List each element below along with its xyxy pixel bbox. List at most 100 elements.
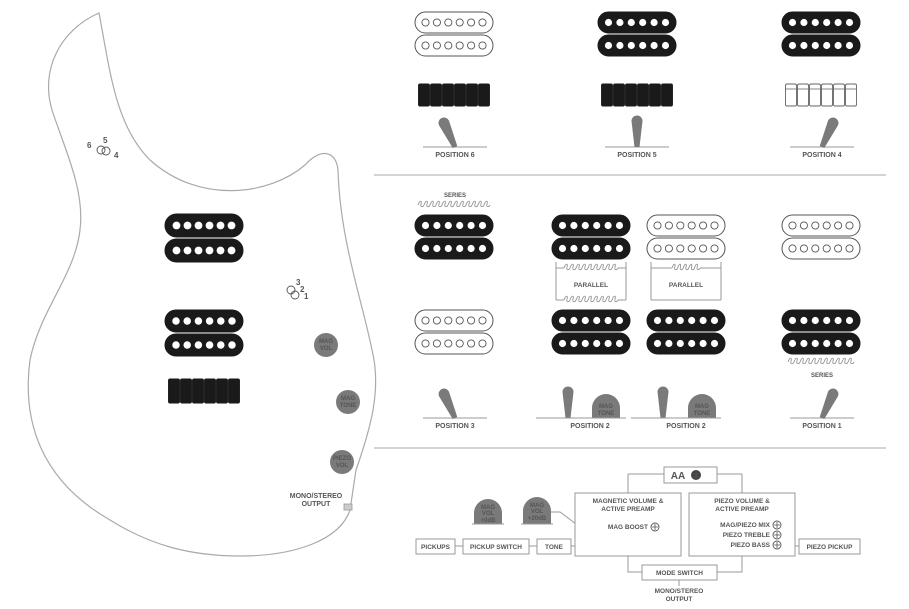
mag-vol-20db-line1: MAG bbox=[530, 503, 544, 509]
pole-piece bbox=[478, 221, 487, 230]
piezo-pickup-label: PIEZO PICKUP bbox=[807, 544, 854, 551]
mode-switch-box: MODE SWITCH bbox=[641, 564, 718, 581]
coil-winding bbox=[563, 295, 619, 303]
piezo-saddle bbox=[797, 83, 809, 107]
p6-piezo bbox=[418, 83, 490, 107]
pole-piece bbox=[172, 246, 181, 255]
pole-piece bbox=[205, 221, 214, 230]
pole-piece bbox=[811, 339, 819, 348]
humbucker-coil bbox=[781, 214, 861, 237]
pole-piece bbox=[653, 339, 662, 348]
pole-piece bbox=[650, 41, 658, 50]
pole-piece bbox=[455, 41, 464, 50]
pole-piece bbox=[205, 341, 214, 349]
piezo-vol-knob[interactable]: PIEZO VOL bbox=[330, 450, 354, 474]
piezo-saddle bbox=[601, 83, 613, 107]
pole-piece bbox=[432, 339, 441, 348]
p2a-mag-tone-line1: MAG bbox=[599, 404, 613, 410]
pole-piece bbox=[834, 244, 843, 253]
piezo-vol-knob-line2: VOL bbox=[336, 463, 349, 469]
pole-piece bbox=[455, 18, 464, 27]
parallel-label-b: PARALLEL bbox=[669, 282, 703, 289]
p5-neck-humbucker bbox=[597, 11, 677, 57]
pole-piece bbox=[604, 41, 613, 50]
mix-pot-icon bbox=[772, 520, 782, 530]
pole-piece bbox=[845, 221, 854, 230]
pole-piece bbox=[455, 339, 464, 348]
pole-piece bbox=[811, 244, 820, 253]
piezo-saddle bbox=[442, 83, 454, 107]
p6-neck-humbucker bbox=[414, 11, 494, 57]
pole-piece bbox=[581, 316, 589, 325]
humbucker-coil bbox=[414, 309, 494, 332]
pickup-switch-label: PICKUP SWITCH bbox=[470, 544, 522, 551]
pole-piece bbox=[183, 341, 191, 349]
body-bridge-humbucker bbox=[164, 309, 244, 357]
pole-piece bbox=[661, 18, 670, 27]
pole-piece bbox=[616, 41, 624, 50]
mag-tone-knob[interactable]: MAG TONE bbox=[336, 390, 360, 414]
pole-piece bbox=[570, 244, 578, 253]
pole-piece bbox=[433, 244, 441, 253]
humbucker-coil bbox=[781, 332, 861, 355]
pole-piece bbox=[228, 341, 236, 349]
mini-switch-upper bbox=[96, 145, 111, 156]
mag-preamp-line2: ACTIVE PREAMP bbox=[601, 506, 655, 513]
pole-piece bbox=[421, 221, 430, 230]
pole-piece bbox=[799, 244, 808, 253]
pole-piece bbox=[665, 316, 673, 325]
toggle-lever bbox=[438, 117, 458, 149]
piezo-saddle bbox=[430, 83, 442, 107]
mag-vol-knob[interactable]: MAG VOL bbox=[314, 333, 338, 357]
humbucker-coil bbox=[646, 237, 726, 260]
pole-piece bbox=[650, 18, 658, 27]
mag-vol-20db-line2: VOL bbox=[531, 509, 544, 515]
pole-piece bbox=[676, 221, 685, 230]
pole-piece bbox=[688, 339, 696, 348]
humbucker-coil bbox=[414, 11, 494, 34]
tone-label: TONE bbox=[545, 544, 564, 551]
piezo-saddle bbox=[625, 83, 637, 107]
p3-neck-humbucker bbox=[414, 214, 494, 260]
toggle-lever bbox=[631, 115, 643, 147]
humbucker-coil bbox=[781, 309, 861, 332]
pole-piece bbox=[822, 244, 831, 253]
battery-label: AA bbox=[671, 471, 685, 482]
pole-piece bbox=[183, 317, 191, 325]
pole-piece bbox=[799, 221, 808, 230]
piezo-pickup-box: PIEZO PICKUP bbox=[798, 538, 861, 555]
humbucker-coil bbox=[164, 213, 244, 238]
pole-piece bbox=[183, 221, 192, 230]
pole-piece bbox=[834, 221, 843, 230]
pole-piece bbox=[664, 244, 673, 253]
pole-piece bbox=[811, 41, 819, 50]
humbucker-coil bbox=[781, 34, 861, 57]
humbucker-coil bbox=[164, 309, 244, 333]
pole-piece bbox=[845, 244, 854, 253]
guitar-body-outline bbox=[27, 12, 377, 557]
piezo-saddle bbox=[180, 378, 192, 404]
body-piezo-saddles bbox=[168, 378, 240, 404]
pole-piece bbox=[432, 316, 441, 325]
pole-piece bbox=[217, 341, 225, 349]
piezo-vol-knob-line1: PIEZO bbox=[333, 456, 351, 462]
pole-piece bbox=[581, 244, 589, 253]
pickup-switch-box: PICKUP SWITCH bbox=[462, 538, 530, 555]
p2a-bridge-humbucker bbox=[551, 309, 631, 355]
pole-piece bbox=[800, 41, 808, 50]
pole-piece bbox=[687, 244, 696, 253]
pole-piece bbox=[615, 339, 624, 348]
p2a-parallel-box bbox=[555, 262, 627, 301]
pole-piece bbox=[639, 41, 647, 50]
mag-vol-0db-line3: +0dB bbox=[481, 518, 497, 524]
pole-piece bbox=[627, 18, 635, 27]
humbucker-coil bbox=[597, 34, 677, 57]
pole-piece bbox=[570, 339, 578, 348]
toggle-lever bbox=[438, 388, 458, 420]
pole-piece bbox=[688, 316, 696, 325]
pole-piece bbox=[444, 339, 453, 348]
pole-piece bbox=[478, 339, 487, 348]
position-3-label: POSITION 3 bbox=[435, 423, 474, 430]
pole-piece bbox=[639, 18, 647, 27]
pole-piece bbox=[834, 339, 842, 348]
